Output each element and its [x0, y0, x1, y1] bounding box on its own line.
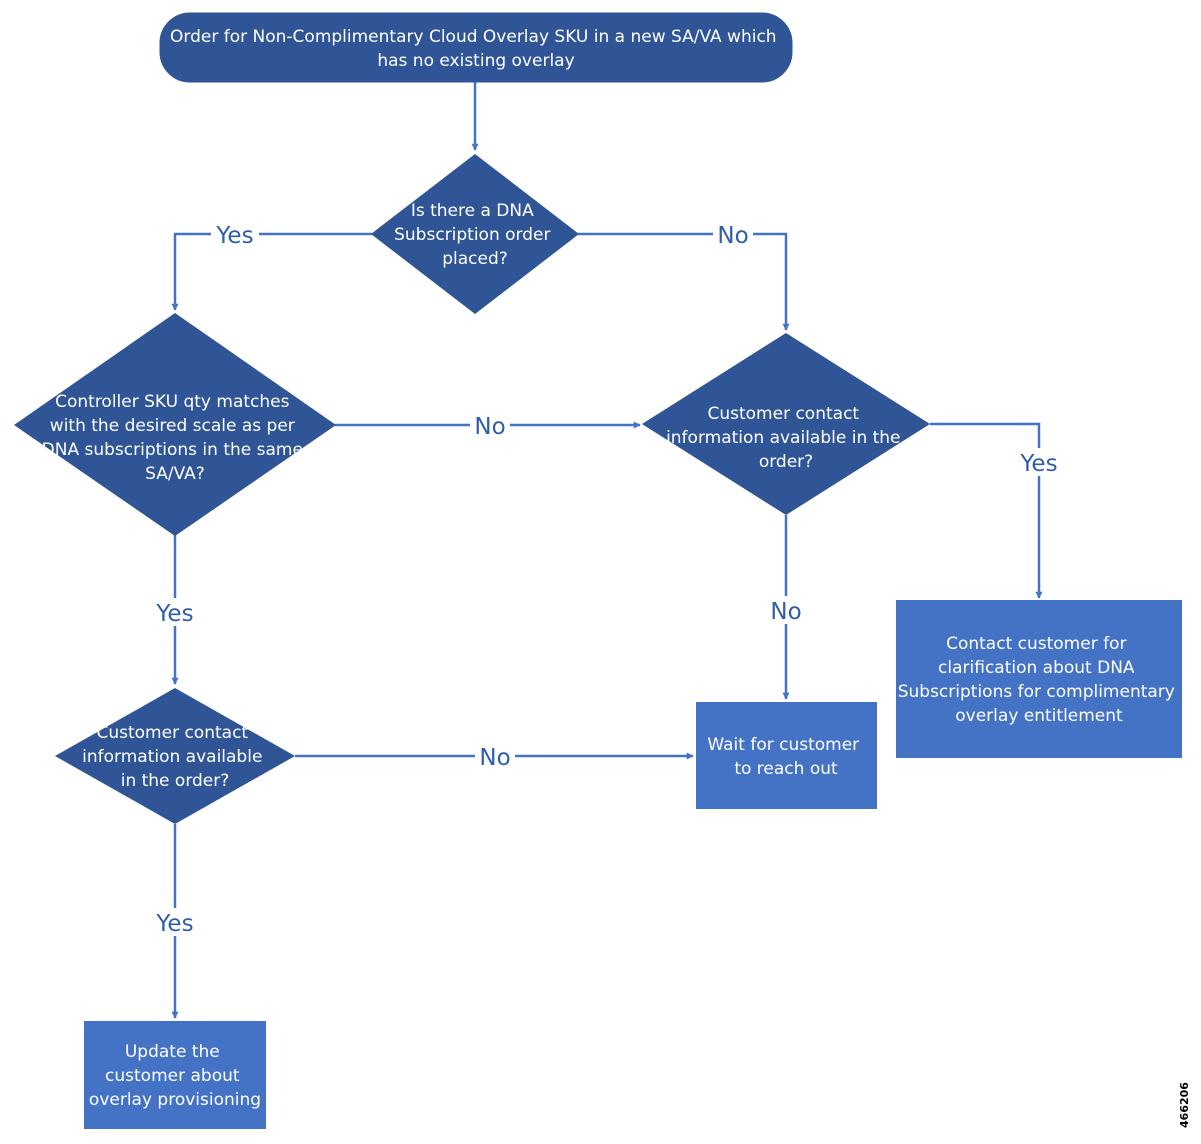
box-contact-line-3: Subscriptions for complimentary	[898, 682, 1175, 702]
label-contact-left-yes: Yes	[155, 911, 193, 937]
decision-customer-contact-right: Customer contact information available i…	[642, 333, 930, 515]
start-line-2: has no existing overlay	[377, 51, 574, 71]
label-controller-no: No	[474, 414, 505, 440]
box-update-line-1: Update the	[125, 1042, 220, 1062]
decision-dna-line-1: Is there a DNA	[411, 201, 534, 221]
box-contact-line-4: overlay entitlement	[955, 706, 1123, 726]
label-contact-right-yes: Yes	[1019, 451, 1057, 477]
svg-text:Wait for customer to rea: Wait for customer to reach out	[707, 735, 864, 779]
decision-contact-right-line-3: order?	[759, 452, 813, 472]
decision-contact-right-line-2: information available in the	[666, 428, 900, 448]
decision-controller-line-2: with the desired scale as per	[50, 416, 295, 436]
box-contact-line-1: Contact customer for	[946, 634, 1126, 654]
box-wait-line-1: Wait for customer	[707, 735, 859, 755]
box-update-customer: Update the customer about overlay provis…	[84, 1021, 266, 1129]
box-contact-customer: Contact customer for clarification about…	[896, 600, 1182, 758]
label-dna-no: No	[717, 223, 748, 249]
box-contact-line-2: clarification about DNA	[938, 658, 1135, 678]
decision-controller-line-4: SA/VA?	[145, 464, 205, 484]
label-contact-right-no: No	[770, 599, 801, 625]
decision-contact-right-line-1: Customer contact	[707, 404, 859, 424]
svg-text:Update the customer abou: Update the customer about overlay provis…	[89, 1042, 261, 1110]
svg-text:Controller SKU qty matches: Controller SKU qty matches with the desi…	[42, 392, 309, 484]
decision-dna-line-2: Subscription order	[394, 225, 550, 245]
decision-contact-left-line-1: Customer contact	[96, 723, 248, 743]
label-dna-yes: Yes	[215, 223, 253, 249]
label-controller-yes: Yes	[155, 601, 193, 627]
decision-controller-line-3: DNA subscriptions in the same	[42, 440, 303, 460]
decision-customer-contact-left: Customer contact information available i…	[55, 688, 295, 824]
svg-text:Order for Non-Complimentary Cl: Order for Non-Complimentary Cloud Overla…	[170, 27, 782, 71]
start-line-1: Order for Non-Complimentary Cloud Overla…	[170, 27, 777, 47]
connectors	[171, 82, 1043, 1019]
edge-labels: Yes No No Yes Yes No No Yes	[151, 221, 1063, 937]
svg-text:Customer contact informa: Customer contact information available i…	[666, 404, 906, 472]
decision-controller-line-1: Controller SKU qty matches	[55, 392, 289, 412]
box-update-line-2: customer about	[105, 1066, 240, 1086]
edge-contact-right-yes	[930, 422, 1043, 599]
figure-id: 466206	[1178, 1082, 1191, 1128]
box-wait-line-2: to reach out	[734, 759, 838, 779]
svg-text:Customer contact informa: Customer contact information available i…	[82, 723, 268, 791]
edge-dna-no	[578, 232, 790, 331]
box-wait-for-customer: Wait for customer to reach out	[696, 702, 877, 809]
decision-contact-left-line-2: information available	[82, 747, 262, 767]
svg-text:Contact customer for cla: Contact customer for clarification about…	[898, 634, 1181, 726]
decision-controller-sku: Controller SKU qty matches with the desi…	[14, 313, 336, 536]
label-contact-left-no: No	[479, 745, 510, 771]
box-update-line-3: overlay provisioning	[89, 1090, 261, 1110]
decision-dna-subscription: Is there a DNA Subscription order placed…	[371, 154, 579, 314]
decision-dna-line-3: placed?	[442, 249, 508, 269]
decision-contact-left-line-3: in the order?	[121, 771, 230, 791]
edge-dna-yes	[171, 232, 372, 311]
svg-text:Is there a DNA Subscript: Is there a DNA Subscription order placed…	[394, 201, 556, 269]
start-node: Order for Non-Complimentary Cloud Overla…	[159, 12, 793, 83]
